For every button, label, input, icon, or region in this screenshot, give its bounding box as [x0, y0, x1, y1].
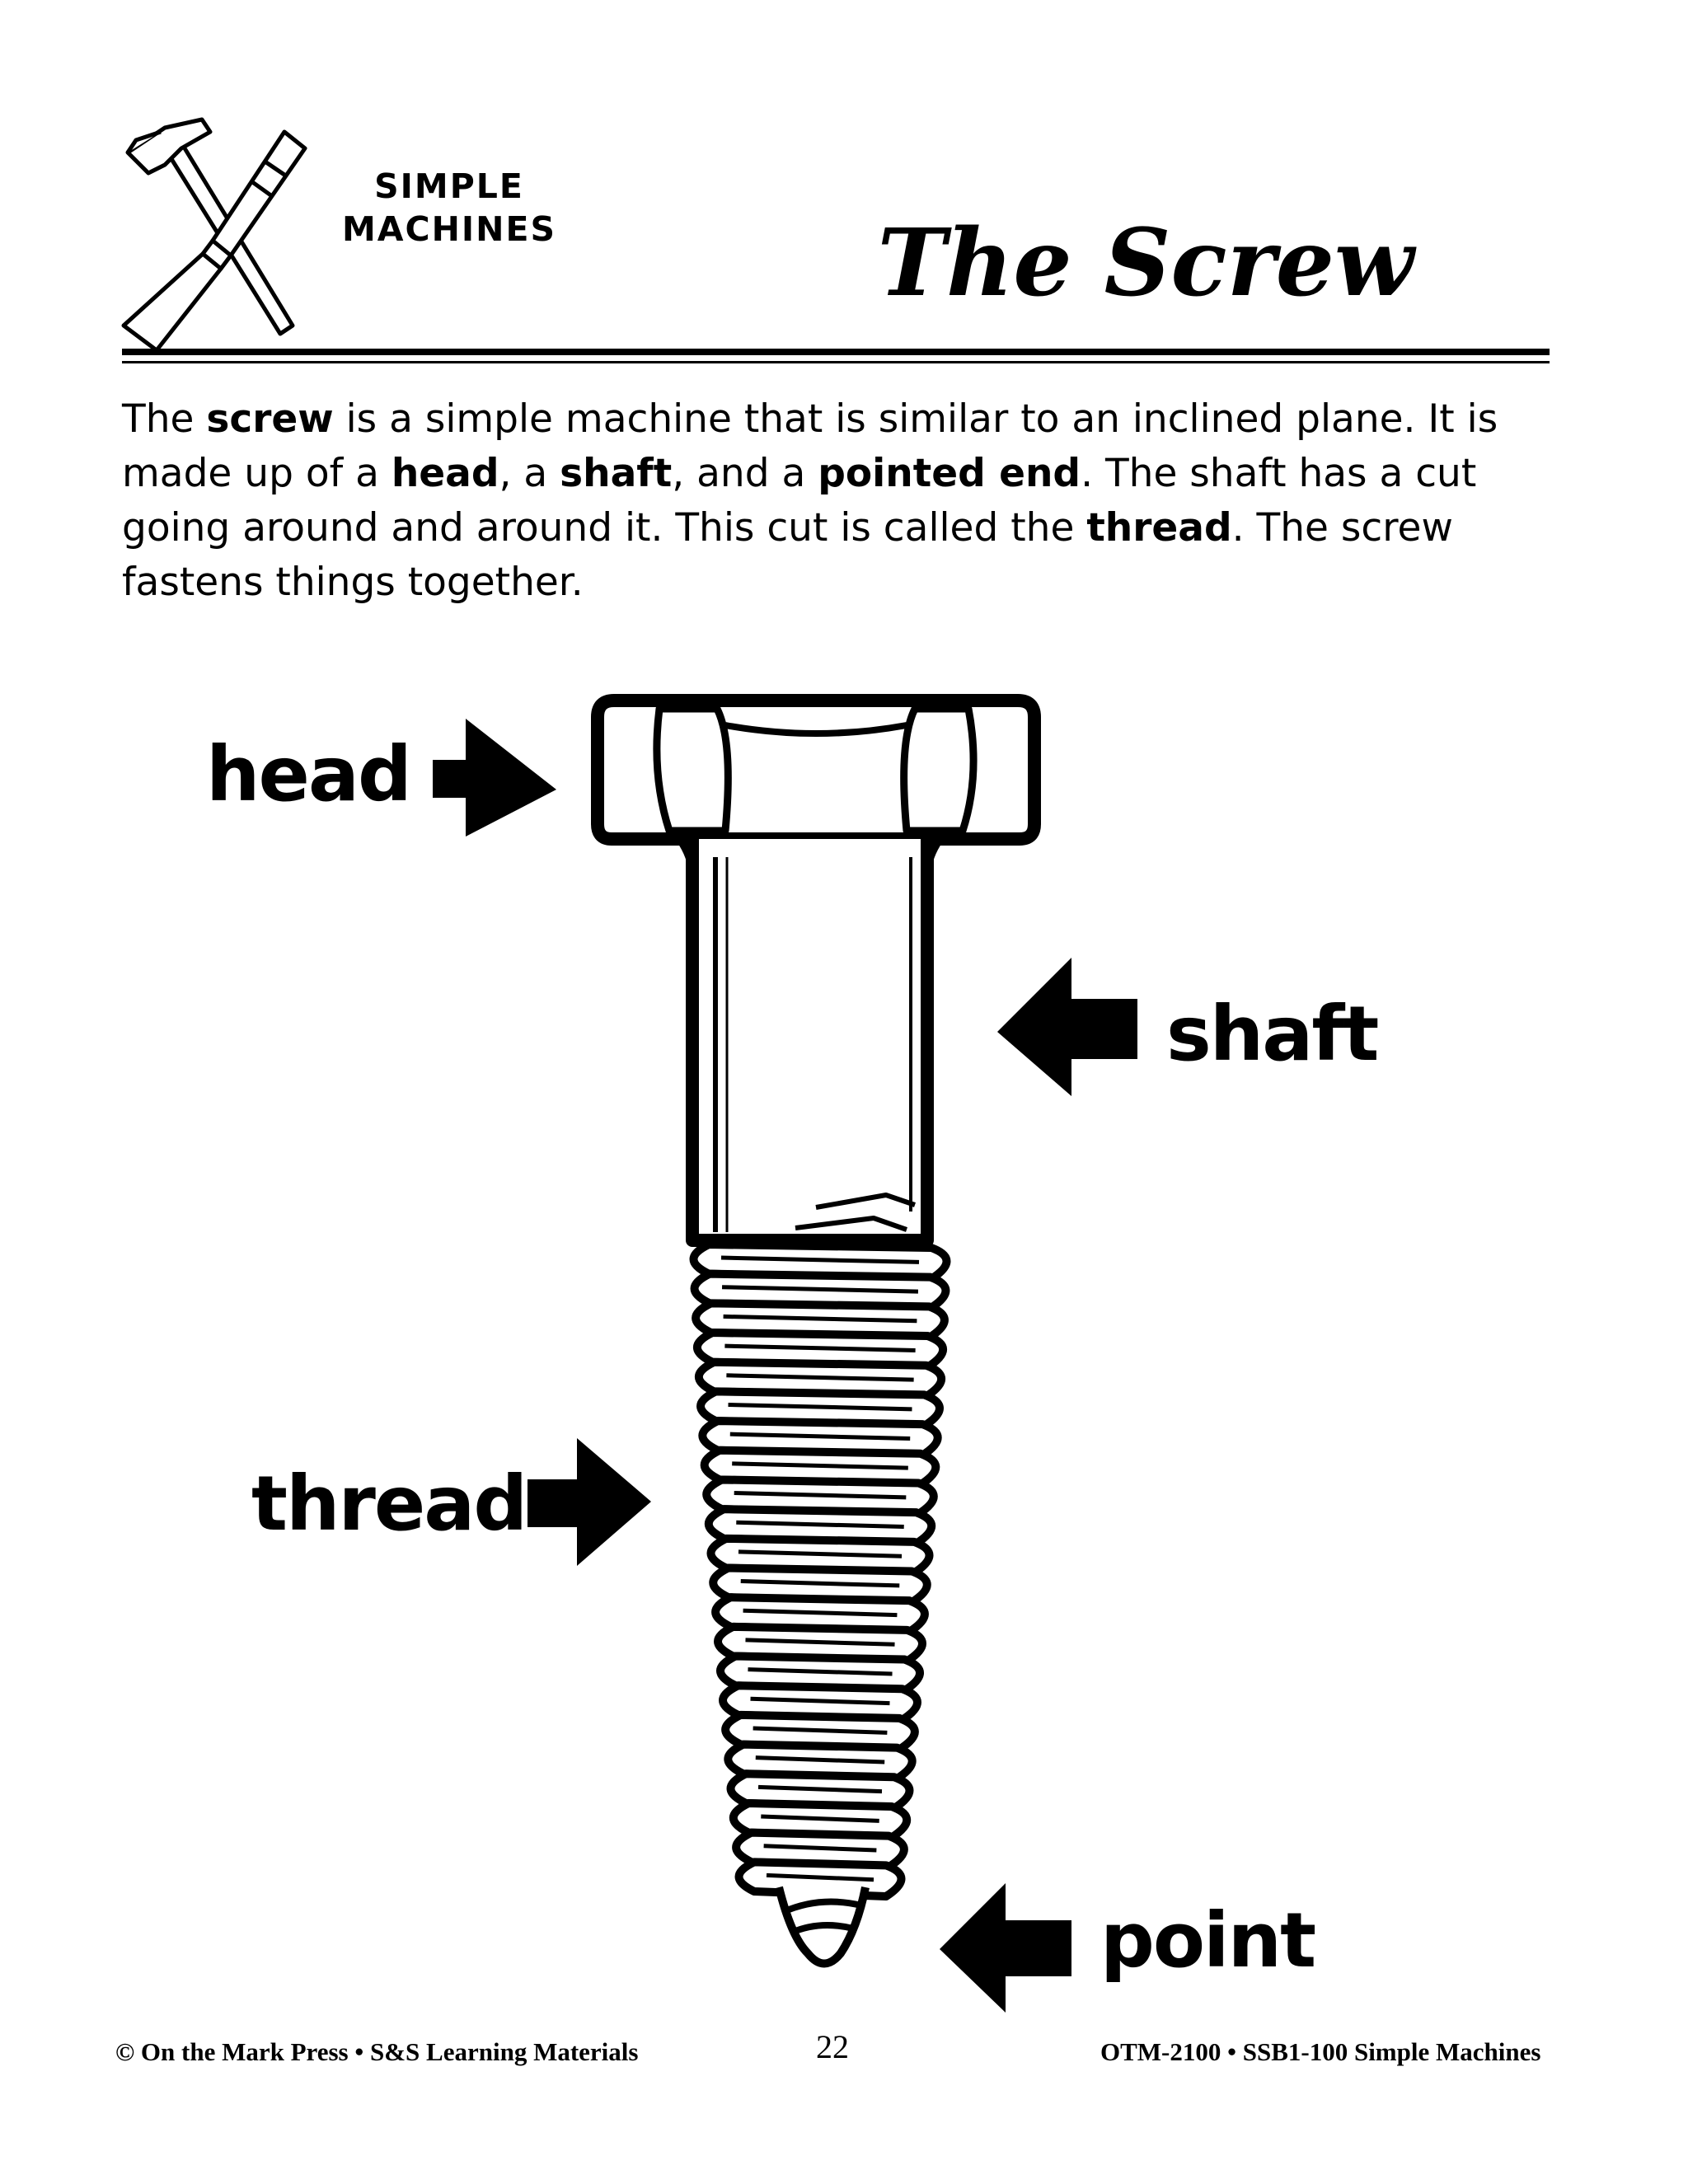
screw-head-icon: [591, 694, 1041, 846]
thread-highlight: [738, 1549, 903, 1558]
thread-highlight: [721, 1285, 919, 1294]
intro-text-3: , a: [499, 451, 560, 496]
thread-arrow-icon: [528, 1438, 651, 1566]
thread-highlight: [745, 1638, 895, 1647]
intro-text-5: . The shaft has a cut going around and a…: [122, 451, 1477, 551]
thread-highlight: [753, 1726, 888, 1735]
page-title: The Screw: [877, 209, 1414, 317]
thread-highlight: [729, 1432, 911, 1441]
intro-bold-pointed-end: pointed end: [818, 451, 1081, 496]
footer-page-number: 22: [816, 2028, 849, 2065]
label-shaft: shaft: [1166, 990, 1379, 1078]
intro-bold-head: head: [391, 451, 499, 496]
thread-highlight: [732, 1461, 908, 1470]
series-label: SIMPLE MACHINES: [326, 165, 573, 251]
thread-highlight: [724, 1343, 916, 1352]
point-arrow-icon: [940, 1883, 1071, 2013]
thread-highlight: [763, 1844, 877, 1853]
label-head: head: [206, 730, 412, 818]
screw-thread-icon: [689, 1240, 951, 1900]
shaft-arrow-icon: [997, 958, 1137, 1096]
thread-highlight: [757, 1784, 883, 1794]
head-arrow-icon: [433, 719, 556, 837]
label-thread: thread: [251, 1460, 528, 1548]
intro-text-4: , and a: [672, 451, 818, 496]
intro-text-1: The: [122, 396, 207, 442]
thread-highlight: [723, 1314, 917, 1324]
header-rule-thick: [122, 349, 1550, 355]
intro-bold-thread: thread: [1086, 505, 1232, 551]
thread-highlight: [728, 1402, 912, 1412]
intro-bold-screw: screw: [206, 396, 334, 442]
thread-highlight: [720, 1255, 920, 1264]
thread-highlight: [750, 1696, 890, 1706]
thread-highlight: [743, 1608, 898, 1618]
thread-highlight: [755, 1755, 885, 1765]
thread-highlight: [748, 1667, 893, 1676]
thread-highlight: [761, 1814, 879, 1823]
thread-highlight: [736, 1520, 904, 1530]
label-point: point: [1100, 1896, 1316, 1985]
intro-text-2: is a simple machine that is similar to a…: [122, 396, 1498, 496]
screw-shaft-icon: [676, 837, 944, 1247]
thread-highlight: [766, 1872, 874, 1882]
intro-paragraph: The screw is a simple machine that is si…: [122, 392, 1556, 610]
screw-point-icon: [775, 1886, 870, 1968]
series-label-line1: SIMPLE: [374, 166, 524, 206]
intro-bold-shaft: shaft: [560, 451, 673, 496]
series-label-line2: MACHINES: [341, 209, 557, 249]
intro-text-6: . The screw fastens things together.: [122, 505, 1453, 605]
thread-highlight: [740, 1579, 900, 1588]
footer-publisher: © On the Mark Press • S&S Learning Mater…: [115, 2037, 639, 2066]
header-rule-thin: [122, 361, 1550, 363]
thread-highlight: [734, 1491, 907, 1500]
footer-product-code: OTM-2100 • SSB1-100 Simple Machines: [1100, 2037, 1541, 2066]
thread-highlight: [726, 1373, 914, 1382]
